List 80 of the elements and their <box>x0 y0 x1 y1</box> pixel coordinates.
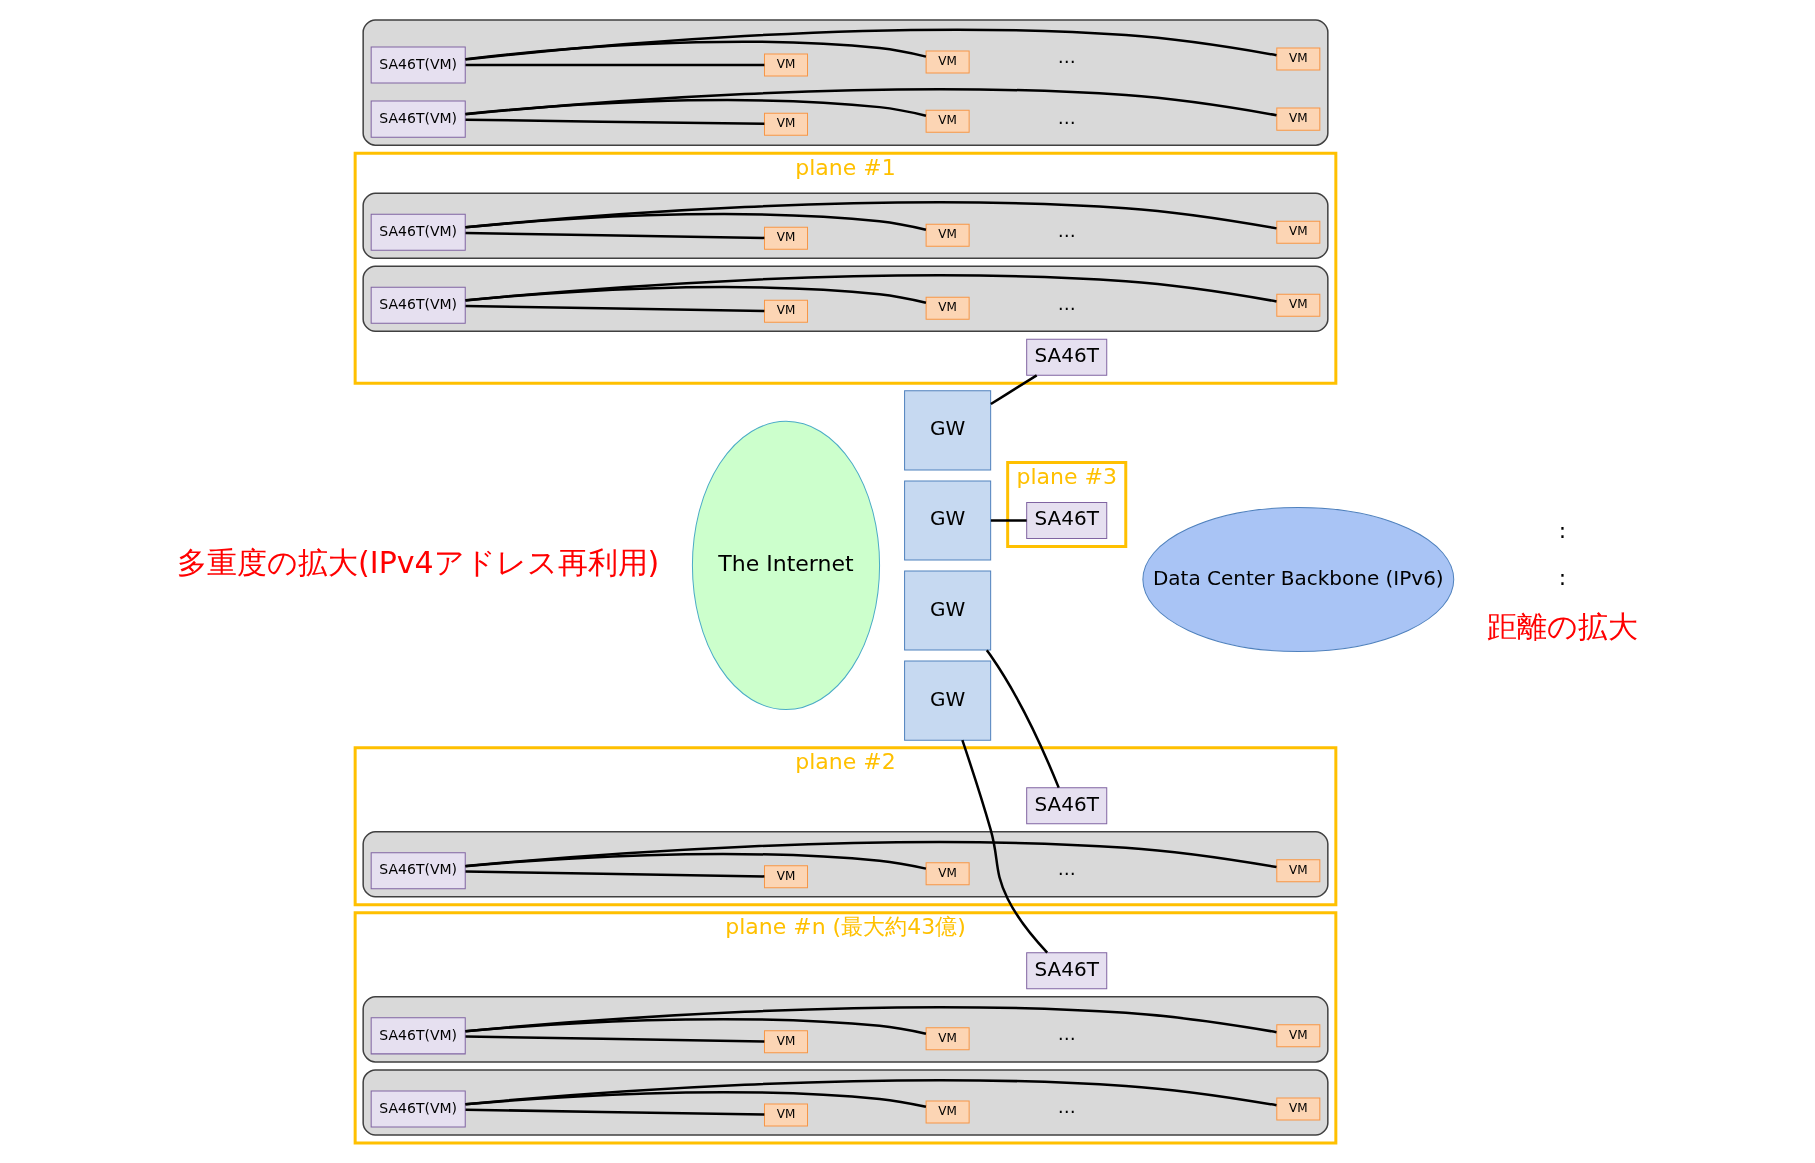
connector <box>465 231 765 240</box>
node-box: VM <box>925 1100 970 1124</box>
label: : <box>1558 565 1567 591</box>
node-box: GW <box>904 570 992 651</box>
connector <box>465 274 1277 303</box>
node-box: VM <box>1276 107 1321 131</box>
connector <box>465 1090 927 1109</box>
node-box: VM <box>925 223 970 247</box>
node-box: VM <box>1276 859 1321 883</box>
connector <box>985 649 1060 789</box>
cluster <box>362 1069 1329 1136</box>
node-box: VM <box>925 296 970 320</box>
cluster <box>362 192 1329 259</box>
connector <box>465 212 927 231</box>
connector <box>961 739 1049 954</box>
node-box: VM <box>1276 47 1321 71</box>
node-box: SA46T(VM) <box>370 100 466 138</box>
label: … <box>1057 106 1076 128</box>
connector <box>465 63 765 67</box>
cluster <box>362 830 1329 898</box>
label: … <box>1057 219 1076 241</box>
connector <box>465 1017 927 1035</box>
label: … <box>1057 46 1076 68</box>
node-box: SA46T(VM) <box>370 1090 466 1128</box>
node-box: SA46T <box>1026 952 1108 990</box>
node-box: VM <box>764 53 808 77</box>
node-box: VM <box>1276 293 1321 317</box>
node-box: SA46T(VM) <box>370 1017 466 1055</box>
node-box: VM <box>925 50 970 74</box>
connector <box>465 1079 1277 1107</box>
cluster <box>362 996 1329 1063</box>
node-box: SA46T(VM) <box>370 213 466 251</box>
connector <box>465 88 1277 117</box>
node-box: VM <box>764 299 808 323</box>
connector <box>990 519 1027 522</box>
node-box: SA46T(VM) <box>370 286 466 324</box>
node-box: VM <box>764 1030 808 1054</box>
label: … <box>1057 1096 1076 1118</box>
connector <box>990 374 1038 406</box>
connector <box>465 28 1277 61</box>
node-box: VM <box>925 862 970 886</box>
node-box: VM <box>764 226 808 250</box>
node-box: GW <box>904 480 992 561</box>
cluster <box>362 19 1329 146</box>
label: … <box>1057 858 1076 880</box>
connector <box>465 201 1277 230</box>
label: … <box>1057 292 1076 314</box>
connector <box>465 1035 765 1043</box>
label: 距離の拡大 <box>1486 609 1638 645</box>
connector <box>465 840 1277 869</box>
connector <box>465 1108 765 1116</box>
node-box: GW <box>904 390 992 471</box>
node-box: SA46T(VM) <box>370 46 466 84</box>
node-box: VM <box>764 865 808 889</box>
node-box: VM <box>1276 220 1321 244</box>
label: 多重度の拡大(IPv4アドレス再利用) <box>177 544 660 580</box>
node-box: SA46T(VM) <box>370 852 466 890</box>
node-box: VM <box>925 109 970 133</box>
node-box: SA46T <box>1026 338 1108 376</box>
connector <box>465 285 927 305</box>
node-box: VM <box>925 1027 970 1051</box>
connector <box>465 118 765 126</box>
node-ellipse: Data Center Backbone (IPv6) <box>1142 506 1455 653</box>
node-box: VM <box>764 1103 808 1127</box>
cluster <box>362 265 1329 333</box>
node-ellipse: The Internet <box>691 420 881 711</box>
connector <box>465 1005 1277 1034</box>
node-box: GW <box>904 660 992 741</box>
label: … <box>1057 1023 1076 1045</box>
label: : <box>1558 518 1567 544</box>
node-box: VM <box>764 112 808 136</box>
node-box: VM <box>1276 1097 1321 1121</box>
node-box: SA46T <box>1026 787 1108 825</box>
connector <box>465 98 927 117</box>
connector <box>465 304 765 313</box>
connector <box>465 870 765 878</box>
node-box: VM <box>1276 1024 1321 1048</box>
node-box: SA46T <box>1026 501 1108 539</box>
connector <box>465 852 927 870</box>
connector <box>465 40 927 61</box>
